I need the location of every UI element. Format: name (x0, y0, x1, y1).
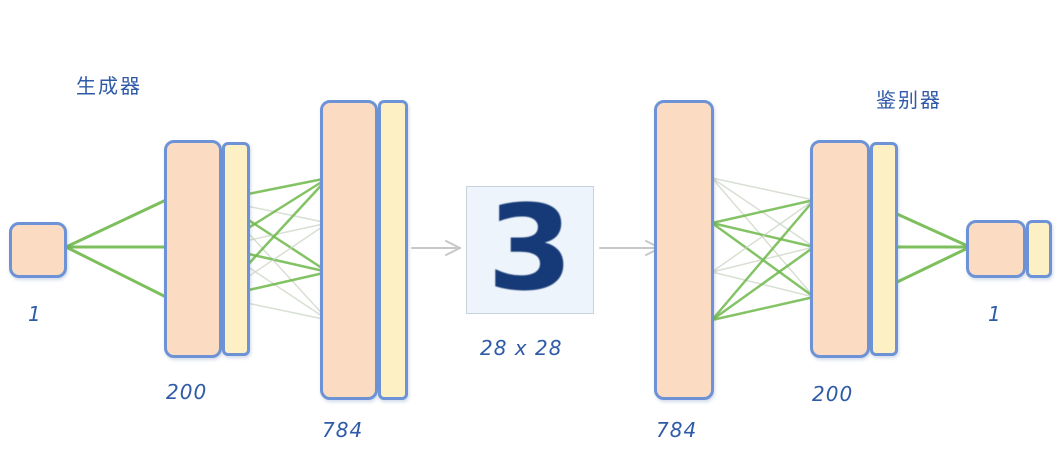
generator-output-activation (378, 100, 408, 400)
digit-glyph: 3 (486, 186, 574, 314)
connection-line (711, 177, 815, 201)
connection-line (64, 198, 168, 249)
discriminator-hidden-layer (810, 140, 870, 358)
generator-hidden-size: 200 (166, 380, 208, 404)
connection-line (710, 198, 816, 322)
connection-line (711, 177, 815, 298)
image-size-label: 28 x 28 (480, 336, 563, 360)
discriminator-hidden-size: 200 (812, 382, 854, 406)
discriminator-output-activation (1026, 220, 1052, 278)
generator-hidden-activation (222, 142, 250, 356)
arrows (411, 240, 661, 256)
connection-line (710, 245, 816, 322)
generator-input-size: 1 (28, 302, 42, 326)
generator-output-layer (320, 100, 378, 400)
arrow-to-image-head-lower (445, 247, 461, 256)
generator-input-node (9, 222, 67, 278)
arrow-to-image-head-upper (445, 240, 461, 249)
connection-line (710, 221, 816, 249)
connection-line (710, 198, 816, 225)
connection-line (64, 245, 168, 299)
discriminator-output-size: 1 (988, 302, 1002, 326)
generator-output-size: 784 (322, 418, 364, 442)
discriminator-input-layer (654, 100, 714, 400)
discriminator-title: 鉴别器 (876, 88, 942, 112)
connection-line (711, 199, 815, 273)
discriminator-input-size: 784 (656, 418, 698, 442)
connection-line (710, 295, 816, 322)
discriminator-output-node (966, 220, 1026, 278)
generator-hidden-layer (164, 140, 222, 358)
mnist-digit-image: 3 (466, 186, 594, 314)
generator-title: 生成器 (76, 74, 142, 98)
discriminator-hidden-activation (870, 142, 898, 356)
